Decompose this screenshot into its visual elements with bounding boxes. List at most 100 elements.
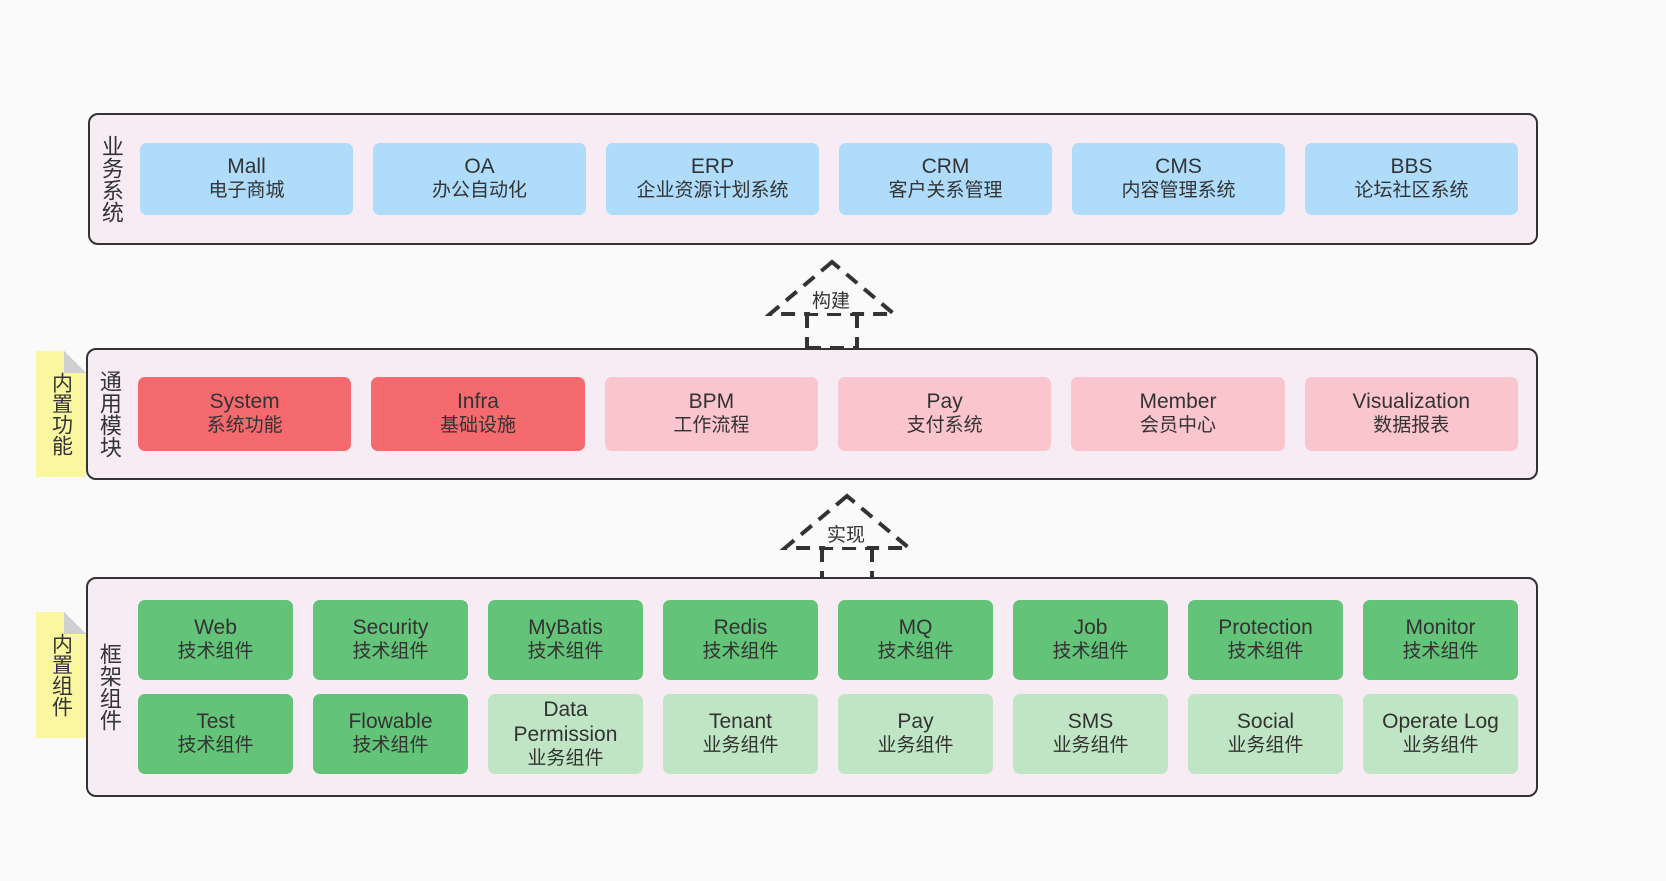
cell-row: Web 技术组件 Security 技术组件 MyBatis 技术组件 Redi…: [138, 600, 1518, 680]
module-card-protection[interactable]: Protection 技术组件: [1188, 600, 1343, 680]
module-card-bbs[interactable]: BBS 论坛社区系统: [1305, 143, 1518, 215]
connector-build: 构建: [752, 258, 912, 350]
module-desc: 技术组件: [352, 735, 429, 757]
cell-row: System 系统功能 Infra 基础设施 BPM 工作流程 Pay 支付系统…: [138, 377, 1518, 451]
module-name: Protection: [1218, 616, 1313, 640]
module-card-test[interactable]: Test 技术组件: [138, 694, 293, 774]
module-card-mybatis[interactable]: MyBatis 技术组件: [488, 600, 643, 680]
module-card-mq[interactable]: MQ 技术组件: [838, 600, 993, 680]
module-card-pay[interactable]: Pay 业务组件: [838, 694, 993, 774]
module-desc: 电子商城: [208, 180, 285, 202]
module-name: Social: [1236, 710, 1295, 734]
module-card-member[interactable]: Member 会员中心: [1071, 377, 1285, 451]
module-name: Tenant: [708, 710, 773, 734]
module-desc: 技术组件: [352, 641, 429, 663]
module-name: Monitor: [1405, 616, 1476, 640]
module-name: Pay: [926, 390, 963, 414]
module-card-bpm[interactable]: BPM 工作流程: [604, 377, 818, 451]
module-name: SMS: [1067, 710, 1114, 734]
module-name: Redis: [713, 616, 768, 640]
sticky-note-builtin-component: 内置组件: [36, 612, 86, 738]
module-desc: 支付系统: [906, 415, 983, 437]
cell-row: Mall 电子商城 OA 办公自动化 ERP 企业资源计划系统 CRM 客户关系…: [140, 143, 1518, 215]
module-card-flowable[interactable]: Flowable 技术组件: [313, 694, 468, 774]
module-card-system[interactable]: System 系统功能: [138, 377, 352, 451]
module-card-crm[interactable]: CRM 客户关系管理: [839, 143, 1052, 215]
module-desc: 业务组件: [1052, 735, 1129, 757]
module-name: OA: [464, 155, 495, 179]
module-desc: 技术组件: [1402, 641, 1479, 663]
module-name: MQ: [898, 616, 933, 640]
module-desc: 办公自动化: [431, 180, 527, 202]
module-card-social[interactable]: Social 业务组件: [1188, 694, 1343, 774]
module-desc: 内容管理系统: [1121, 180, 1236, 202]
module-desc: 客户关系管理: [888, 180, 1003, 202]
module-card-pay[interactable]: Pay 支付系统: [837, 377, 1052, 451]
module-name: CMS: [1155, 155, 1202, 179]
module-desc: 技术组件: [177, 641, 254, 663]
module-desc: 会员中心: [1139, 415, 1216, 437]
module-desc: 基础设施: [439, 415, 516, 437]
module-card-redis[interactable]: Redis 技术组件: [663, 600, 818, 680]
module-desc: 技术组件: [877, 641, 954, 663]
module-name: CRM: [921, 155, 970, 179]
module-desc: 业务组件: [1402, 735, 1479, 757]
module-name: Flowable: [348, 710, 433, 734]
module-name: Mall: [227, 155, 266, 179]
module-name: Pay: [897, 710, 934, 734]
layer-business-system: 业务系统 Mall 电子商城 OA 办公自动化 ERP 企业资源计划系统 CRM…: [88, 113, 1538, 245]
module-desc: 企业资源计划系统: [636, 180, 789, 202]
module-name: System: [209, 390, 280, 414]
module-card-operate-log[interactable]: Operate Log 业务组件: [1363, 694, 1518, 774]
module-card-infra[interactable]: Infra 基础设施: [371, 377, 585, 451]
module-name: BBS: [1390, 155, 1433, 179]
layer-framework-component: 框架组件 Web 技术组件 Security 技术组件 MyBatis 技术组件…: [86, 577, 1538, 797]
module-name: Visualization: [1352, 390, 1471, 414]
cell-row: Test 技术组件 Flowable 技术组件 Data Permission …: [138, 694, 1518, 774]
module-card-visualization[interactable]: Visualization 数据报表: [1304, 377, 1518, 451]
module-card-oa[interactable]: OA 办公自动化: [373, 143, 586, 215]
module-desc: 业务组件: [877, 735, 954, 757]
module-desc: 业务组件: [1227, 735, 1304, 757]
module-card-security[interactable]: Security 技术组件: [313, 600, 468, 680]
module-card-sms[interactable]: SMS 业务组件: [1013, 694, 1168, 774]
module-desc: 论坛社区系统: [1354, 180, 1469, 202]
module-name: Operate Log: [1382, 710, 1499, 734]
layer-title-common-module: 通用模块: [96, 370, 122, 458]
module-name: Job: [1073, 616, 1108, 640]
module-name: Web: [194, 616, 237, 640]
module-name: BPM: [688, 390, 735, 414]
module-card-erp[interactable]: ERP 企业资源计划系统: [606, 143, 819, 215]
module-desc: 技术组件: [177, 735, 254, 757]
module-desc: 工作流程: [673, 415, 750, 437]
module-card-cms[interactable]: CMS 内容管理系统: [1072, 143, 1285, 215]
module-desc: 业务组件: [527, 747, 604, 769]
module-name: Data Permission: [513, 698, 618, 746]
module-card-tenant[interactable]: Tenant 业务组件: [663, 694, 818, 774]
layer-body-common-module: System 系统功能 Infra 基础设施 BPM 工作流程 Pay 支付系统…: [130, 350, 1536, 478]
module-name: ERP: [690, 155, 735, 179]
module-card-mall[interactable]: Mall 电子商城: [140, 143, 353, 215]
layer-title-framework-component: 框架组件: [96, 643, 122, 731]
module-card-data-permission[interactable]: Data Permission 业务组件: [488, 694, 643, 774]
connector-build-label: 构建: [810, 286, 853, 313]
connector-implement-label: 实现: [825, 520, 868, 547]
sticky-note-label: 内置组件: [49, 633, 73, 717]
layer-title-business-system: 业务系统: [98, 135, 124, 223]
module-name: Security: [352, 616, 429, 640]
module-desc: 技术组件: [527, 641, 604, 663]
module-desc: 技术组件: [702, 641, 779, 663]
module-name: Infra: [456, 390, 499, 414]
module-desc: 技术组件: [1052, 641, 1129, 663]
module-desc: 技术组件: [1227, 641, 1304, 663]
sticky-note-builtin-function: 内置功能: [36, 351, 86, 477]
layer-common-module: 通用模块 System 系统功能 Infra 基础设施 BPM 工作流程 Pay…: [86, 348, 1538, 480]
module-card-job[interactable]: Job 技术组件: [1013, 600, 1168, 680]
sticky-note-label: 内置功能: [49, 372, 73, 456]
module-name: MyBatis: [528, 616, 603, 640]
module-card-monitor[interactable]: Monitor 技术组件: [1363, 600, 1518, 680]
module-name: Member: [1139, 390, 1217, 414]
connector-implement: 实现: [767, 492, 927, 584]
module-card-web[interactable]: Web 技术组件: [138, 600, 293, 680]
